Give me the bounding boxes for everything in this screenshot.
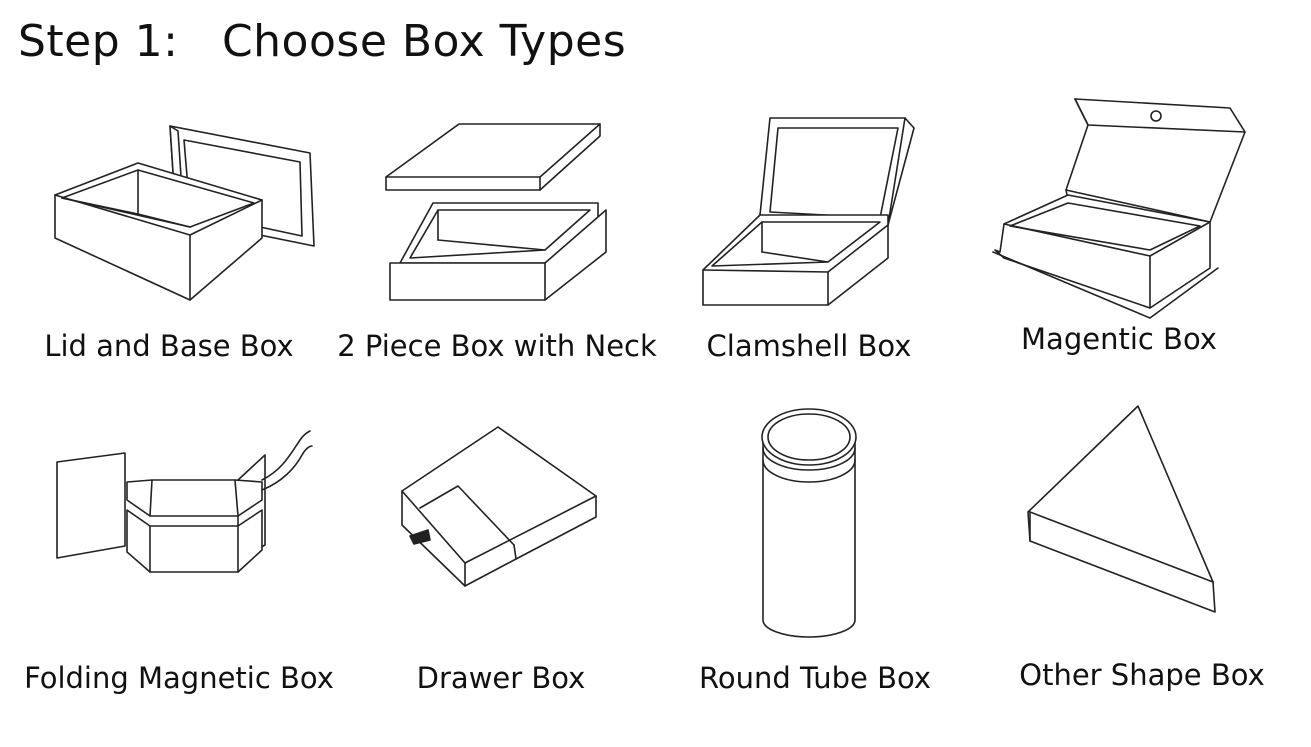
- magnetic-box-icon: [992, 98, 1246, 319]
- drawer-box-icon: [401, 426, 597, 587]
- two-piece-box-with-neck-icon: [385, 123, 607, 301]
- label-magnetic-box: Magentic Box: [1021, 322, 1217, 356]
- round-tube-box-icon: [761, 408, 857, 638]
- page-title: Step 1: Choose Box Types: [18, 16, 627, 67]
- label-other-shape-box: Other Shape Box: [1019, 658, 1265, 692]
- label-clamshell-box: Clamshell Box: [706, 329, 912, 363]
- label-folding-magnetic-box: Folding Magnetic Box: [24, 661, 334, 695]
- label-round-tube-box: Round Tube Box: [698, 661, 932, 695]
- label-two-piece-box-with-neck: 2 Piece Box with Neck: [337, 329, 657, 363]
- clamshell-box-icon: [702, 117, 915, 306]
- lid-and-base-box-icon: [54, 125, 315, 301]
- other-shape-box-icon: [1027, 405, 1216, 613]
- label-drawer-box: Drawer Box: [416, 661, 586, 695]
- folding-magnetic-box-icon: [56, 430, 313, 573]
- label-lid-and-base-box: Lid and Base Box: [44, 329, 294, 363]
